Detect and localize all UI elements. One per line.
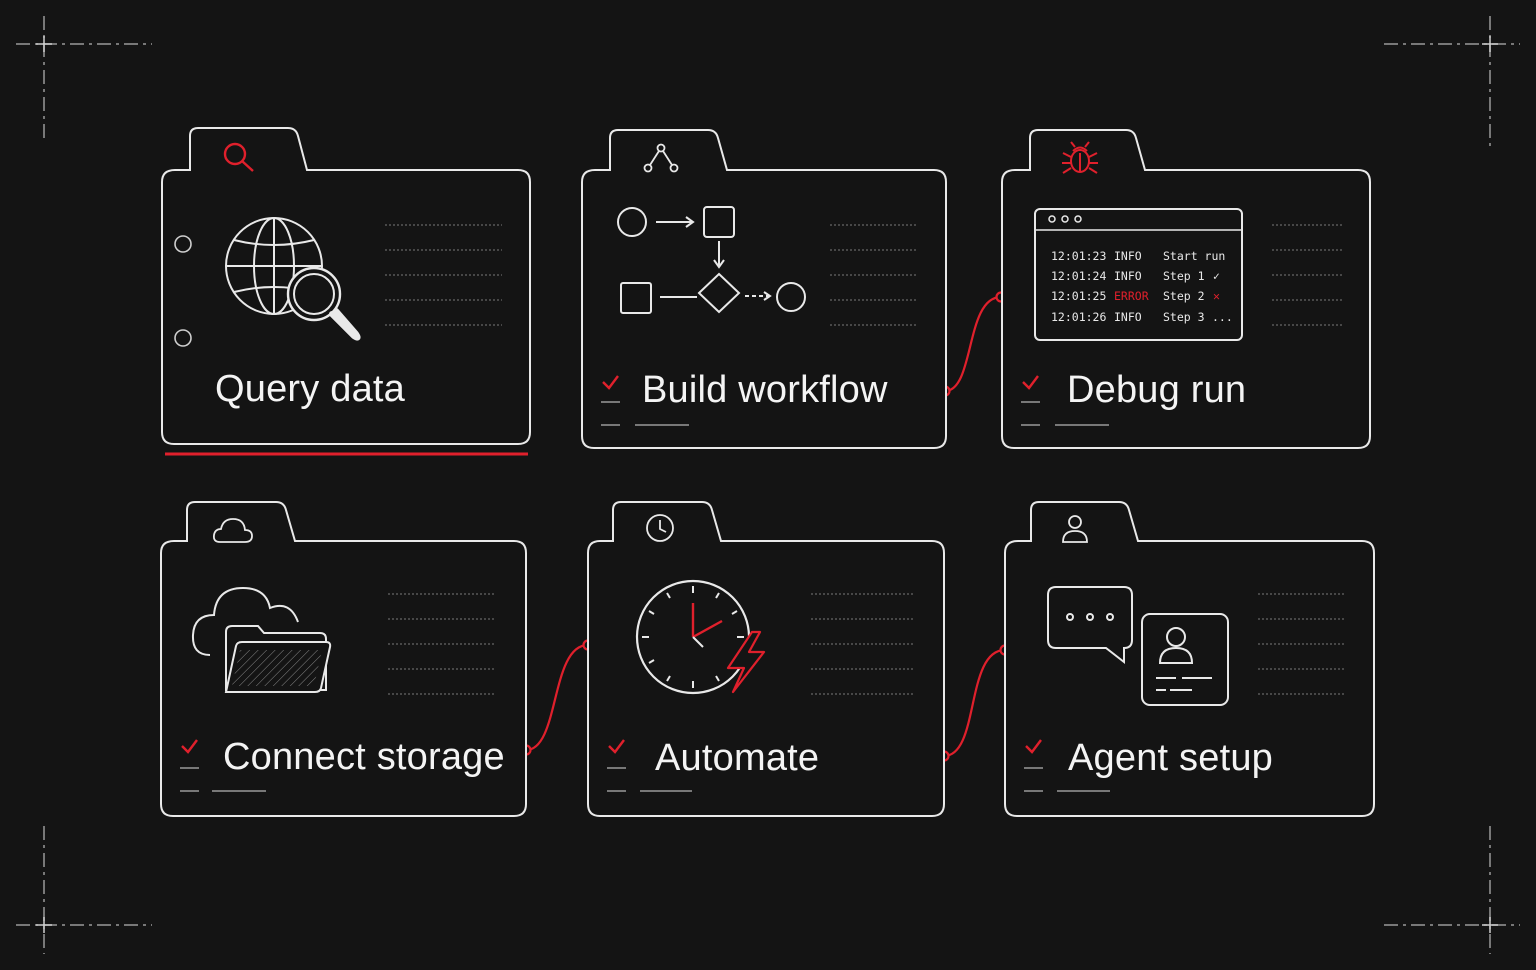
clock-icon	[646, 514, 674, 542]
log-time: 12:01:25	[1051, 289, 1106, 303]
log-window: 12:01:23 INFO Start run 12:01:24 INFO St…	[1034, 208, 1243, 341]
card-connect-storage[interactable]	[160, 501, 527, 817]
card-title-automate: Automate	[655, 737, 820, 779]
check-icon	[1025, 739, 1042, 754]
log-message: Start run	[1163, 249, 1225, 263]
folder-outline	[587, 501, 945, 817]
user-icon	[1062, 515, 1088, 543]
cloud-folder-icon	[191, 586, 332, 693]
folder-outline	[161, 127, 531, 445]
connectors	[525, 295, 1006, 758]
flow-diagram-icon	[617, 206, 806, 314]
cloud-icon	[212, 518, 253, 543]
search-icon	[223, 142, 254, 172]
card-title-debug-run: Debug run	[1067, 369, 1247, 411]
card-title-connect-storage: Connect storage	[223, 736, 505, 778]
log-status: ✕	[1213, 289, 1220, 303]
folder-outline	[581, 129, 947, 449]
card-automate[interactable]	[587, 501, 945, 817]
card-title-agent-setup: Agent setup	[1068, 737, 1274, 779]
log-message: Step 1	[1163, 269, 1205, 283]
log-level: INFO	[1114, 269, 1142, 283]
log-time: 12:01:23	[1051, 249, 1106, 263]
log-status: ✓	[1213, 269, 1220, 283]
log-status: ...	[1212, 310, 1233, 324]
log-level: INFO	[1114, 249, 1142, 263]
log-time: 12:01:26	[1051, 310, 1106, 324]
card-debug-run[interactable]: 12:01:23 INFO Start run 12:01:24 INFO St…	[1001, 129, 1371, 449]
branch-icon	[643, 143, 679, 173]
chat-profile-icon	[1047, 586, 1229, 706]
bug-icon	[1062, 141, 1098, 174]
log-message: Step 3	[1163, 310, 1205, 324]
card-title-build-workflow: Build workflow	[642, 369, 888, 411]
check-icon	[181, 739, 198, 754]
log-message: Step 2	[1163, 289, 1205, 303]
card-title-query-data: Query data	[215, 368, 405, 410]
check-icon	[602, 375, 619, 390]
clock-lightning-icon	[635, 579, 766, 695]
log-level: INFO	[1114, 310, 1142, 324]
check-icon	[1022, 375, 1039, 390]
card-build-workflow[interactable]	[581, 129, 947, 449]
card-agent-setup[interactable]	[1004, 501, 1375, 817]
globe-search-icon	[225, 217, 361, 341]
log-level: ERROR	[1114, 289, 1149, 303]
card-query-data[interactable]	[161, 127, 531, 456]
log-time: 12:01:24	[1051, 269, 1106, 283]
check-icon	[608, 739, 625, 754]
folder-outline	[160, 501, 527, 817]
